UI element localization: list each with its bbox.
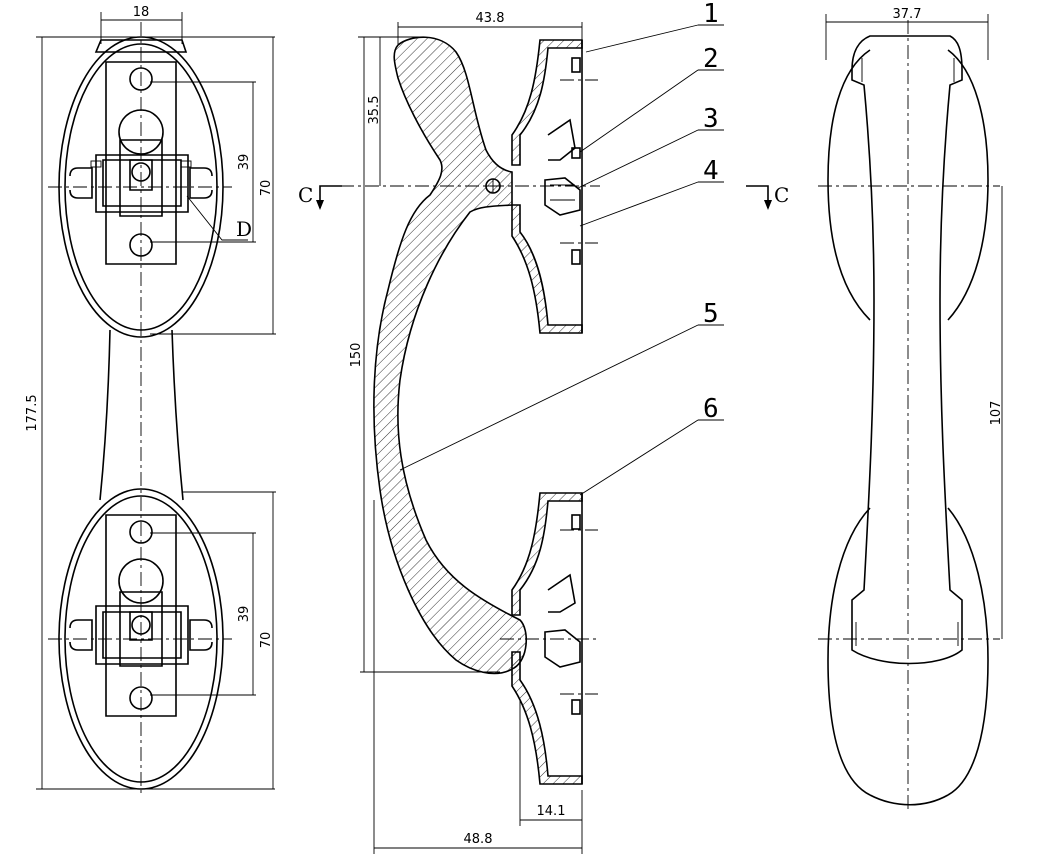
- callout-6: 6: [703, 394, 719, 424]
- lower-base-section: [511, 492, 598, 785]
- section-marker-right: C: [746, 183, 789, 210]
- upper-base-section: [511, 39, 598, 334]
- callout-5: 5: [703, 299, 719, 329]
- dim-right-center-distance: 107: [989, 401, 1004, 426]
- section-dimensions: 43.8 35.5 150 14.1 48.8: [349, 11, 583, 854]
- dim-side-base-depth: 14.1: [537, 804, 566, 819]
- callouts: 1 2 3 4 5 6: [399, 0, 724, 496]
- dim-side-offset: 35.5: [367, 96, 382, 125]
- detail-label: D: [236, 217, 252, 241]
- right-dimensions: 37.7 107: [825, 7, 1004, 639]
- section-view: C C 43.8 35.5 150 14.1 48.8: [298, 0, 789, 854]
- dim-front-upper-base-height: 70: [259, 180, 274, 197]
- front-dimensions: 18 177.5 39 70 D 39 70: [25, 5, 276, 790]
- dim-right-top-width: 37.7: [893, 7, 922, 22]
- callout-2: 2: [703, 44, 719, 74]
- callout-3: 3: [703, 104, 719, 134]
- section-label-left: C: [298, 183, 313, 207]
- dim-front-top-width: 18: [133, 5, 150, 20]
- dim-side-height: 150: [349, 343, 364, 368]
- right-view: 37.7 107: [818, 7, 1004, 810]
- dim-side-top-width: 43.8: [476, 11, 505, 26]
- dim-front-lower-base-height: 70: [259, 632, 274, 649]
- callout-4: 4: [703, 156, 719, 186]
- dim-side-total-depth: 48.8: [464, 832, 493, 847]
- front-view: 18 177.5 39 70 D 39 70: [25, 5, 276, 795]
- handle-section: [373, 36, 527, 675]
- dim-front-upper-hole-spacing: 39: [237, 154, 252, 171]
- dim-front-lower-hole-spacing: 39: [237, 606, 252, 623]
- section-marker-left: C: [298, 183, 342, 210]
- section-label-right: C: [774, 183, 789, 207]
- callout-1: 1: [703, 0, 719, 29]
- dim-front-total-height: 177.5: [25, 394, 40, 431]
- handle-side: [851, 35, 963, 665]
